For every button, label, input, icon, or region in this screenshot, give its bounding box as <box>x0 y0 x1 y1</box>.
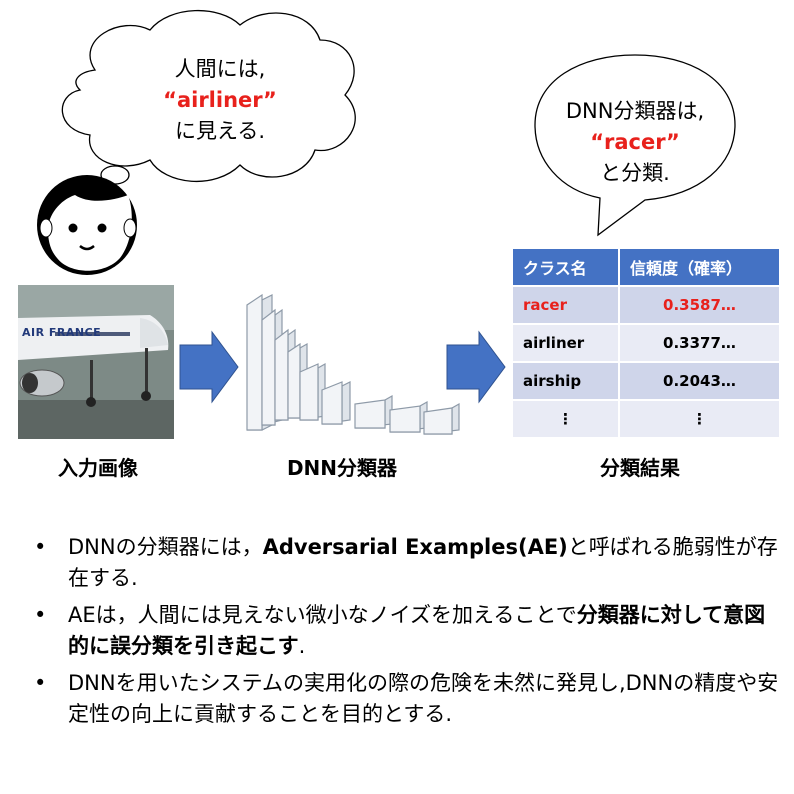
face-icon <box>37 175 137 275</box>
bullet2-text-post: . <box>298 634 306 658</box>
cloud-shape <box>61 9 356 183</box>
table-row: racer 0.3587… <box>513 285 779 324</box>
bullet-item: • DNNの分類器には，Adversarial Examples(AE)と呼ばれ… <box>34 532 779 594</box>
table-row: airliner 0.3377… <box>513 323 779 362</box>
bullet-dot-icon: • <box>34 603 47 627</box>
human-bubble-highlight: “airliner” <box>163 88 277 112</box>
arrow-right-icon <box>446 330 506 404</box>
dnn-layers <box>246 293 460 435</box>
speech-bubble-shape <box>534 54 736 237</box>
bullet-item: • DNNを用いたシステムの実用化の際の危険を未然に発見し,DNNの精度や安定性… <box>34 668 779 730</box>
human-bubble-line3: に見える. <box>174 119 266 143</box>
table-header-row: クラス名 信頼度（確率） <box>513 249 779 286</box>
input-image <box>18 285 174 439</box>
bullet1-text-post: と呼ばれる脆弱性が存在する. <box>68 535 778 590</box>
bullet-item: • AEは，人間には見えない微小なノイズを加えることで分類器に対して意図的に誤分… <box>34 600 779 662</box>
row-confidence: 0.3377… <box>619 323 779 362</box>
bullet-dot-icon: • <box>34 671 47 695</box>
bullet-list: • DNNの分類器には，Adversarial Examples(AE)と呼ばれ… <box>34 532 779 736</box>
header-class-name: クラス名 <box>513 249 620 286</box>
row-class-name: racer <box>513 285 620 324</box>
caption-classification-result: 分類結果 <box>600 456 680 480</box>
caption-dnn-classifier: DNN分類器 <box>286 456 398 480</box>
table-row: ⋮ ⋮ <box>513 399 779 437</box>
dnn-bubble-text: DNN分類器は, “racer” と分類. <box>545 96 725 189</box>
bullet-dot-icon: • <box>34 535 47 559</box>
bullet3-text: DNNを用いたシステムの実用化の際の危険を未然に発見し,DNNの精度や安定性の向… <box>68 671 779 726</box>
bullet1-text-bold: Adversarial Examples(AE) <box>262 535 568 559</box>
table-row: airship 0.2043… <box>513 361 779 400</box>
dnn-bubble-line1: DNN分類器は, <box>565 99 705 123</box>
row-confidence: ⋮ <box>619 399 779 437</box>
row-class-name: ⋮ <box>513 399 620 437</box>
bullet1-text-pre: DNNの分類器には， <box>68 535 263 559</box>
header-confidence: 信頼度（確率） <box>619 249 779 286</box>
dnn-bubble-highlight: “racer” <box>590 130 680 154</box>
human-bubble-line1: 人間には, <box>174 57 266 81</box>
bullet2-text-bold: 分類器に対して意図的に誤分類を引き起こす <box>68 603 766 658</box>
arrow-right-icon <box>179 330 239 404</box>
dnn-bubble-line3: と分類. <box>600 161 670 185</box>
row-class-name: airliner <box>513 323 620 362</box>
human-bubble-text: 人間には, “airliner” に見える. <box>130 54 310 147</box>
row-confidence: 0.2043… <box>619 361 779 400</box>
row-class-name: airship <box>513 361 620 400</box>
bullet2-text-pre: AEは，人間には見えない微小なノイズを加えることで <box>68 603 577 627</box>
livery-text: AIR FRANCE <box>22 326 102 339</box>
result-table: クラス名 信頼度（確率） racer 0.3587… airliner 0.33… <box>513 249 779 437</box>
caption-input-image: 入力画像 <box>58 456 138 480</box>
row-confidence: 0.3587… <box>619 285 779 324</box>
